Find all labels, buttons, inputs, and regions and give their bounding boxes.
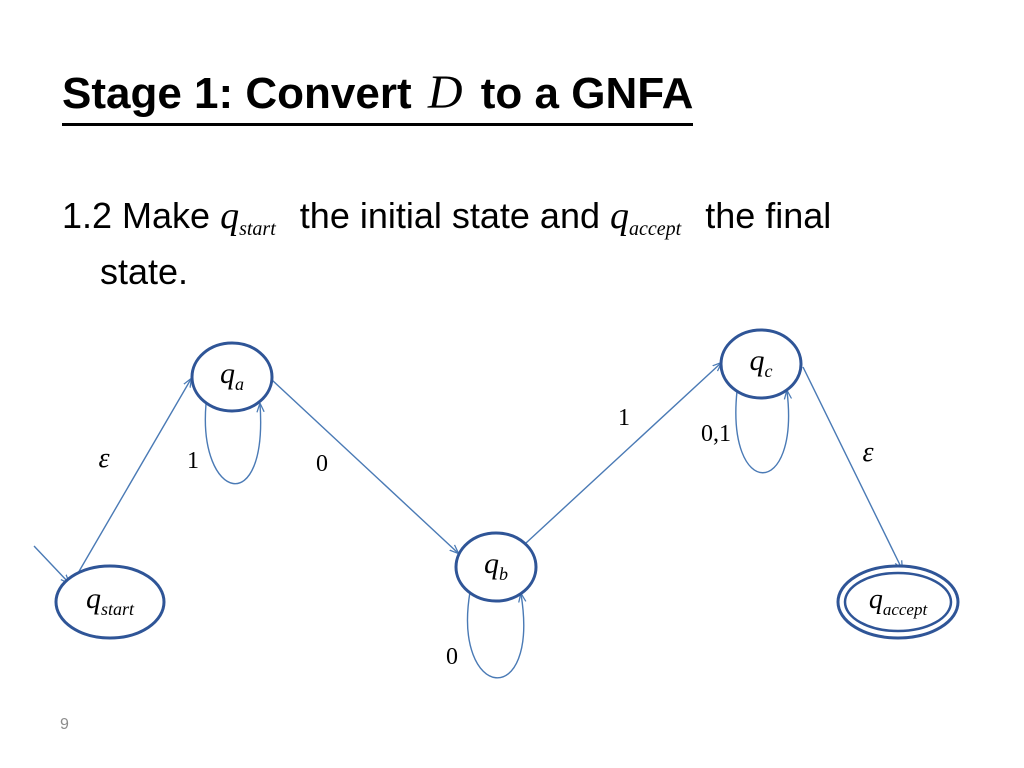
state-qb-subscript: b bbox=[499, 564, 508, 584]
self-loop-qb-label: 0 bbox=[446, 644, 458, 670]
state-qstart: qstart bbox=[54, 564, 166, 640]
transition-qb-to-qc-label: 1 bbox=[618, 405, 630, 431]
bullet-1-2: 1.2 Make qstart the initial state and qa… bbox=[62, 188, 982, 299]
state-qaccept-letter: q bbox=[869, 584, 883, 615]
q-accept-symbol: qaccept bbox=[610, 195, 682, 240]
transition-qa-to-qb bbox=[271, 379, 458, 553]
state-qaccept-label: qaccept bbox=[869, 584, 929, 619]
bullet-suffix: the final bbox=[705, 195, 832, 236]
state-qaccept-subscript: accept bbox=[883, 600, 929, 619]
transition-qb-to-qc bbox=[525, 363, 721, 544]
transition-qc-to-qaccept-label: ε bbox=[862, 437, 873, 468]
self-loop-qc-label: 0,1 bbox=[701, 421, 731, 447]
state-qb-letter: q bbox=[484, 547, 499, 580]
self-loop-qc bbox=[735, 391, 789, 474]
state-qstart-circle bbox=[54, 564, 166, 640]
self-loop-qa bbox=[204, 404, 260, 485]
state-qa-label: qa bbox=[220, 357, 244, 394]
state-qb-label: qb bbox=[484, 547, 508, 584]
bullet-prefix: 1.2 Make bbox=[62, 195, 211, 236]
title-prefix: Stage 1: Convert bbox=[62, 69, 412, 118]
state-qc-label: qc bbox=[750, 344, 773, 381]
q-accept-letter: q bbox=[610, 195, 630, 237]
bullet-line-2: state. bbox=[100, 251, 189, 292]
state-qc-subscript: c bbox=[765, 361, 773, 381]
bullet-middle: the initial state and bbox=[299, 195, 600, 236]
q-start-symbol: qstart bbox=[220, 195, 276, 240]
transition-qc-to-qaccept bbox=[802, 366, 902, 569]
slide-title: Stage 1: Convert D to a GNFA bbox=[62, 64, 694, 126]
self-loop-qb bbox=[466, 591, 524, 679]
q-start-subscript: start bbox=[239, 218, 276, 240]
bullet-line-1: 1.2 Make qstart the initial state and qa… bbox=[62, 188, 982, 245]
state-qb: qb bbox=[454, 531, 538, 603]
title-suffix: to a GNFA bbox=[480, 69, 694, 118]
state-qa: qa bbox=[190, 341, 274, 413]
state-qc-letter: q bbox=[750, 344, 765, 377]
state-qa-circle bbox=[190, 341, 274, 413]
slide-number: 9 bbox=[60, 716, 69, 733]
self-loop-qa-label: 1 bbox=[187, 448, 199, 474]
state-qc: qc bbox=[719, 328, 803, 400]
q-start-letter: q bbox=[220, 195, 240, 237]
title-symbol-d: D bbox=[427, 66, 463, 119]
q-accept-subscript: accept bbox=[629, 218, 682, 240]
state-qaccept-circle bbox=[836, 564, 960, 640]
state-qa-letter: q bbox=[220, 357, 235, 390]
state-qa-subscript: a bbox=[235, 374, 244, 394]
state-qaccept: qaccept bbox=[836, 564, 960, 640]
state-qstart-label: qstart bbox=[86, 582, 135, 619]
state-qstart-subscript: start bbox=[101, 599, 135, 619]
transition-qstart-to-qa-label: ε bbox=[98, 443, 109, 474]
state-qc-circle bbox=[719, 328, 803, 400]
start-arrow bbox=[33, 545, 69, 583]
state-qb-circle bbox=[454, 531, 538, 603]
state-qaccept-inner-circle bbox=[843, 571, 953, 633]
transition-qa-to-qb-label: 0 bbox=[316, 451, 328, 477]
state-qstart-letter: q bbox=[86, 582, 101, 615]
transition-qstart-to-qa bbox=[73, 379, 191, 581]
